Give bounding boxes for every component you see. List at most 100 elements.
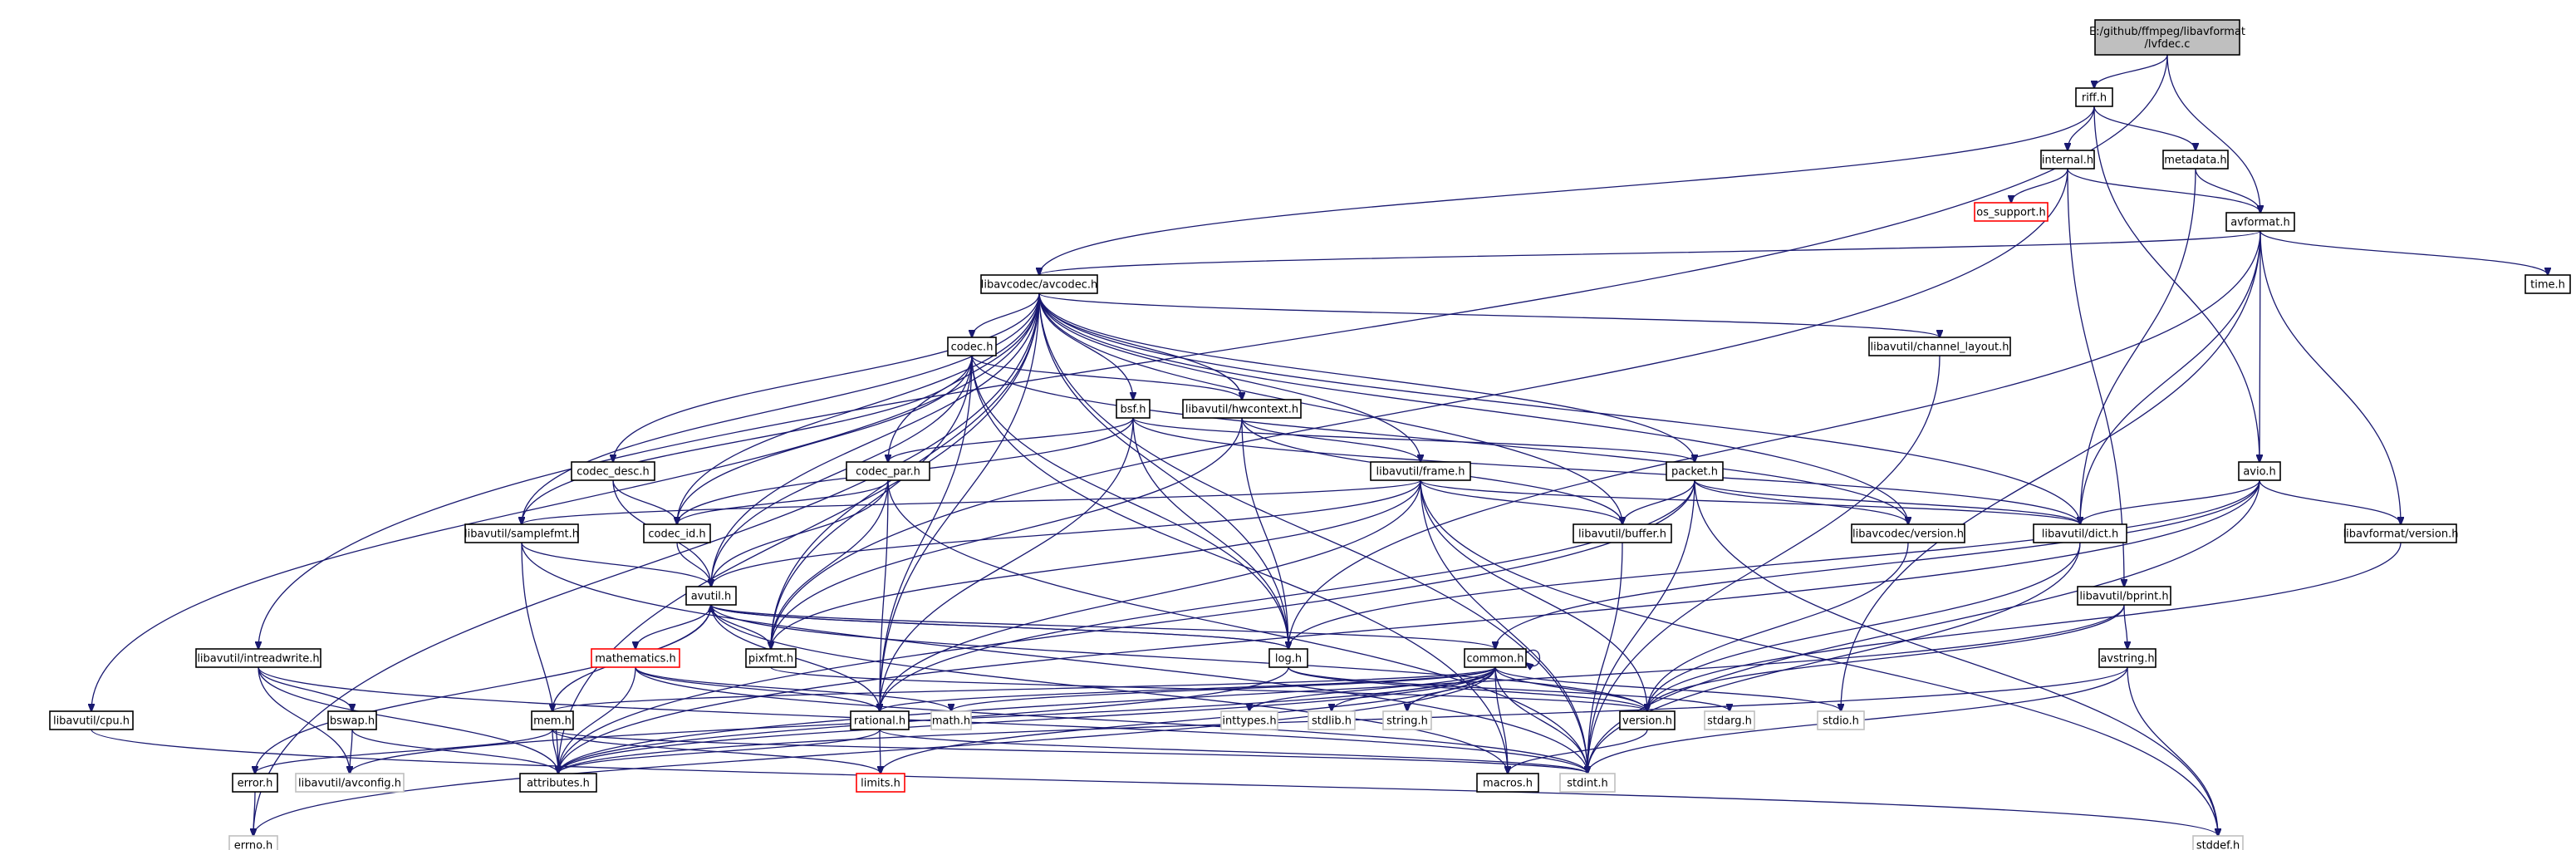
node-codec[interactable]: codec.h [947,337,997,356]
node-label: libavutil/cpu.h [53,715,130,728]
node-avstring[interactable]: avstring.h [2098,648,2156,668]
node-stddef[interactable]: stddef.h [2192,835,2244,850]
node-error[interactable]: error.h [232,773,278,793]
node-label: libavutil/samplefmt.h [464,528,579,541]
node-root[interactable]: E:/github/ffmpeg/libavformat/lvfdec.c [2089,19,2245,56]
edge-common-to-attributes [558,666,1496,774]
node-box [856,773,905,793]
node-codec-id[interactable]: codec_id.h [643,523,711,543]
edge-log-to-stdarg [1288,666,1730,711]
node-samplefmt[interactable]: libavutil/samplefmt.h [464,523,579,543]
node-internal[interactable]: internal.h [2040,150,2095,170]
node-stdio[interactable]: stdio.h [1817,710,1865,730]
node-pixfmt[interactable]: pixfmt.h [745,648,797,668]
edge-avformat-to-format_version [2260,230,2401,524]
node-errno[interactable]: errno.h [228,835,278,850]
node-stdlib[interactable]: stdlib.h [1308,710,1356,730]
node-codec-par[interactable]: codec_par.h [846,461,930,481]
node-box [2524,274,2571,294]
edge-bswap-to-attributes [351,729,558,774]
node-avformat[interactable]: avformat.h [2225,212,2295,232]
node-macros[interactable]: macros.h [1476,773,1539,793]
node-common[interactable]: common.h [1464,648,1527,668]
node-attributes[interactable]: attributes.h [519,773,597,793]
edge-avcodec-to-codec_id [677,292,1040,524]
node-os-support[interactable]: os_support.h [1974,202,2049,222]
node-stdarg[interactable]: stdarg.h [1704,710,1755,730]
edge-riff-to-avcodec [1039,106,2095,275]
node-label: libavutil/bprint.h [2079,591,2168,603]
edge-avcodec-to-cpu [91,292,1040,711]
edge-common-to-math [951,666,1496,711]
edge-common-to-mem [552,666,1496,711]
edge-version-to-macros [1508,729,1648,774]
node-codec-version[interactable]: libavcodec/version.h [1851,523,1965,543]
node-box [1308,710,1356,730]
node-codec-desc[interactable]: codec_desc.h [571,461,655,481]
node-label: avio.h [2243,466,2275,479]
edge-format_version-to-version [1647,542,2402,711]
edge-mem-to-error [255,729,553,774]
edge-avutil-to-version [710,604,1647,711]
node-label: math.h [932,715,970,728]
node-inttypes[interactable]: inttypes.h [1220,710,1278,730]
node-math[interactable]: math.h [930,710,972,730]
edge-frame-to-rational [880,479,1421,711]
node-box [2033,523,2127,543]
edge-mathematics-to-attributes [558,666,636,774]
node-limits[interactable]: limits.h [856,773,905,793]
edge-codec-to-pixfmt [771,355,973,649]
edge-common-to-stdint [1494,666,1587,774]
node-hwcontext[interactable]: libavutil/hwcontext.h [1182,399,1302,419]
node-label: libavutil/avconfig.h [298,778,401,790]
node-avutil[interactable]: avutil.h [685,586,737,606]
node-string[interactable]: string.h [1382,710,1432,730]
node-label: common.h [1467,653,1524,666]
edge-mathematics-to-stdint [635,666,1587,774]
edge-samplefmt-to-avutil [521,542,711,587]
node-avcodec[interactable]: libavcodec/avcodec.h [980,274,1098,294]
edge-dict-to-stdint [1587,542,2081,774]
edge-bsf-to-rational [880,417,1134,711]
node-time[interactable]: time.h [2524,274,2571,294]
edge-codec-to-log [971,355,1288,649]
node-avio[interactable]: avio.h [2238,461,2281,481]
node-label: avutil.h [691,591,732,603]
node-avconfig[interactable]: libavutil/avconfig.h [295,773,405,793]
node-packet[interactable]: packet.h [1666,461,1724,481]
node-channel-layout[interactable]: libavutil/channel_layout.h [1868,337,2011,356]
edge-bsf-to-codec_par [888,417,1134,462]
node-bprint[interactable]: libavutil/bprint.h [2077,586,2171,606]
node-bswap[interactable]: bswap.h [327,710,377,730]
node-metadata[interactable]: metadata.h [2162,150,2229,170]
node-box [195,648,321,668]
node-box [591,648,680,668]
node-stdint[interactable]: stdint.h [1559,773,1616,793]
edge-internal-to-bprint [2067,168,2124,587]
edge-common-to-avconfig [350,666,1496,774]
node-frame[interactable]: libavutil/frame.h [1370,461,1471,481]
node-rational[interactable]: rational.h [850,710,910,730]
node-riff[interactable]: riff.h [2075,87,2113,107]
edge-riff-to-metadata [2093,106,2196,150]
edge-rational-to-attributes [558,729,881,774]
node-box [1559,773,1616,793]
node-buffer[interactable]: libavutil/buffer.h [1573,523,1672,543]
edge-codec_par-to-stdint [887,479,1587,774]
node-label: codec.h [951,341,994,354]
node-box [1370,461,1471,481]
edge-pixfmt-to-version [770,666,1647,711]
node-version[interactable]: version.h [1619,710,1676,730]
node-bsf[interactable]: bsf.h [1116,399,1151,419]
node-format-version[interactable]: libavformat/version.h [2343,523,2459,543]
node-box [571,461,655,481]
node-box [1573,523,1672,543]
node-cpu[interactable]: libavutil/cpu.h [49,710,134,730]
edge-codec_par-to-avutil [711,479,889,587]
edge-avcodec-to-avutil [711,292,1040,587]
node-mem[interactable]: mem.h [531,710,574,730]
node-log[interactable]: log.h [1268,648,1308,668]
node-dict[interactable]: libavutil/dict.h [2033,523,2127,543]
node-mathematics[interactable]: mathematics.h [591,648,680,668]
node-intreadwrite[interactable]: libavutil/intreadwrite.h [195,648,321,668]
